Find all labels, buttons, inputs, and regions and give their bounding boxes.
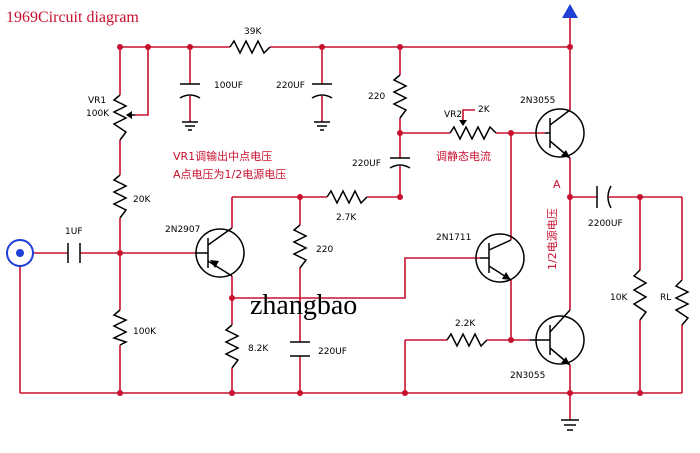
label-100k: 100K <box>133 327 157 337</box>
label-2n1711: 2N1711 <box>436 233 471 243</box>
note-vr2: 调静态电流 <box>436 149 491 163</box>
capacitor-100uf <box>179 83 201 99</box>
power-arrow-icon <box>562 4 578 18</box>
capacitor-1uf <box>67 243 81 263</box>
note-half-supply: 1/2电源电压 <box>545 208 559 270</box>
label-vr1-name: VR1 <box>88 96 106 106</box>
transistor-2n3055-top <box>535 108 585 159</box>
resistor-2-7k <box>326 189 368 205</box>
capacitor-220uf-top <box>311 83 333 99</box>
note-vr1: VR1调输出中点电压 <box>173 149 272 163</box>
label-100uf: 100UF <box>214 81 243 91</box>
label-2n2907: 2N2907 <box>165 225 200 235</box>
resistor-220-top <box>392 74 408 119</box>
junction-dots <box>117 44 643 396</box>
transistor-2n2907 <box>195 227 245 278</box>
label-vr2-name: VR2 <box>444 110 462 120</box>
label-2n3055-bottom: 2N3055 <box>510 371 545 381</box>
resistor-2-2k <box>446 332 488 348</box>
resistor-10k <box>632 269 648 321</box>
note-point-a: A点电压为1/2电源电压 <box>173 167 286 181</box>
label-1uf: 1UF <box>65 227 83 237</box>
label-220-top: 220 <box>368 92 385 102</box>
resistor-8-2k <box>224 324 240 369</box>
watermark-text: zhangbao <box>250 290 357 321</box>
label-vr1-value: 100K <box>86 109 110 119</box>
capacitor-220uf-bottom <box>290 341 310 357</box>
label-point-a: A <box>553 178 561 191</box>
ground-icon <box>561 419 579 431</box>
label-8-2k: 8.2K <box>248 344 269 354</box>
label-2200uf: 2200UF <box>588 219 623 229</box>
label-vr2-value: 2K <box>478 105 491 115</box>
coax-jack-icon <box>6 239 34 267</box>
diagram-title: 1969Circuit diagram <box>6 9 139 26</box>
potentiometer-vr2 <box>449 120 497 141</box>
transistor-2n3055-bottom <box>530 309 585 366</box>
label-220uf-top: 220UF <box>276 81 305 91</box>
ground-icon <box>314 121 330 131</box>
label-220uf-mid: 220UF <box>352 159 381 169</box>
potentiometer-vr1 <box>112 94 135 141</box>
label-39k: 39K <box>244 27 262 37</box>
label-10k: 10K <box>610 293 628 303</box>
resistor-220-mid <box>292 224 308 269</box>
transistor-2n1711 <box>475 233 525 283</box>
label-220-mid: 220 <box>316 245 333 255</box>
resistor-rl <box>674 279 690 326</box>
label-rl: RL <box>660 293 671 303</box>
label-2-2k: 2.2K <box>455 319 476 329</box>
capacitor-220uf-mid <box>389 157 411 169</box>
resistor-20k <box>112 174 128 219</box>
label-2n3055-top: 2N3055 <box>520 96 555 106</box>
label-20k: 20K <box>133 195 151 205</box>
resistor-39k <box>229 39 271 55</box>
resistor-100k <box>112 309 128 346</box>
label-220uf-bottom: 220UF <box>318 347 347 357</box>
label-2-7k: 2.7K <box>336 213 357 223</box>
ground-icon <box>182 121 198 131</box>
capacitor-2200uf <box>596 185 612 209</box>
